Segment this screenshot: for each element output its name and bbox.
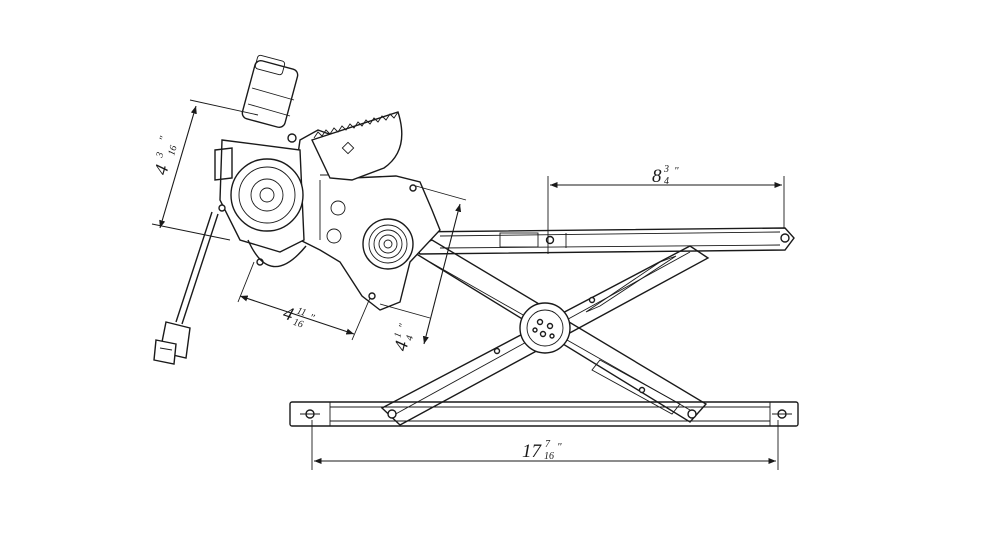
arm-length-unit: "	[674, 165, 679, 177]
bracket-height-unit: "	[397, 322, 410, 330]
center-pivot-plate	[519, 302, 571, 354]
dimension-arm-length: 8 3 4 "	[547, 164, 785, 254]
motor-height-den: 16	[166, 144, 179, 157]
overall-length-num: 7	[545, 439, 551, 450]
svg-text:16: 16	[166, 144, 179, 157]
dimension-bracket-height: 4 1 4 "	[379, 185, 467, 353]
motor-assembly	[214, 54, 307, 268]
dimension-overall-length: 17 7 16 "	[311, 420, 779, 470]
motor-height-unit: "	[157, 135, 170, 143]
bracket-width-den: 16	[292, 317, 305, 331]
spiral-spring	[362, 218, 414, 270]
bracket-width-num: 11	[295, 306, 307, 319]
svg-text:3: 3	[154, 151, 166, 160]
scissor-arm-b	[380, 245, 710, 426]
motor-height-whole: 4	[151, 162, 174, 177]
bottom-rail	[289, 401, 799, 427]
arm-length-num: 3	[663, 164, 669, 175]
svg-text:4: 4	[151, 162, 174, 177]
dimension-motor-height: 4 3 16 "	[151, 99, 259, 241]
bracket-width-unit: "	[308, 312, 316, 325]
sector-gear	[311, 111, 403, 181]
overall-length-den: 16	[544, 451, 554, 462]
svg-text:": "	[157, 135, 170, 143]
arm-length-whole: 8	[652, 166, 662, 187]
motor-height-num: 3	[154, 151, 166, 160]
bracket-height-num: 1	[392, 331, 404, 339]
bracket-height-den: 4	[404, 334, 416, 342]
upper-arm	[403, 227, 795, 255]
wire-harness	[153, 211, 219, 365]
overall-length-unit: "	[557, 441, 562, 453]
arm-length-den: 4	[664, 176, 669, 187]
overall-length-whole: 17	[522, 441, 543, 462]
